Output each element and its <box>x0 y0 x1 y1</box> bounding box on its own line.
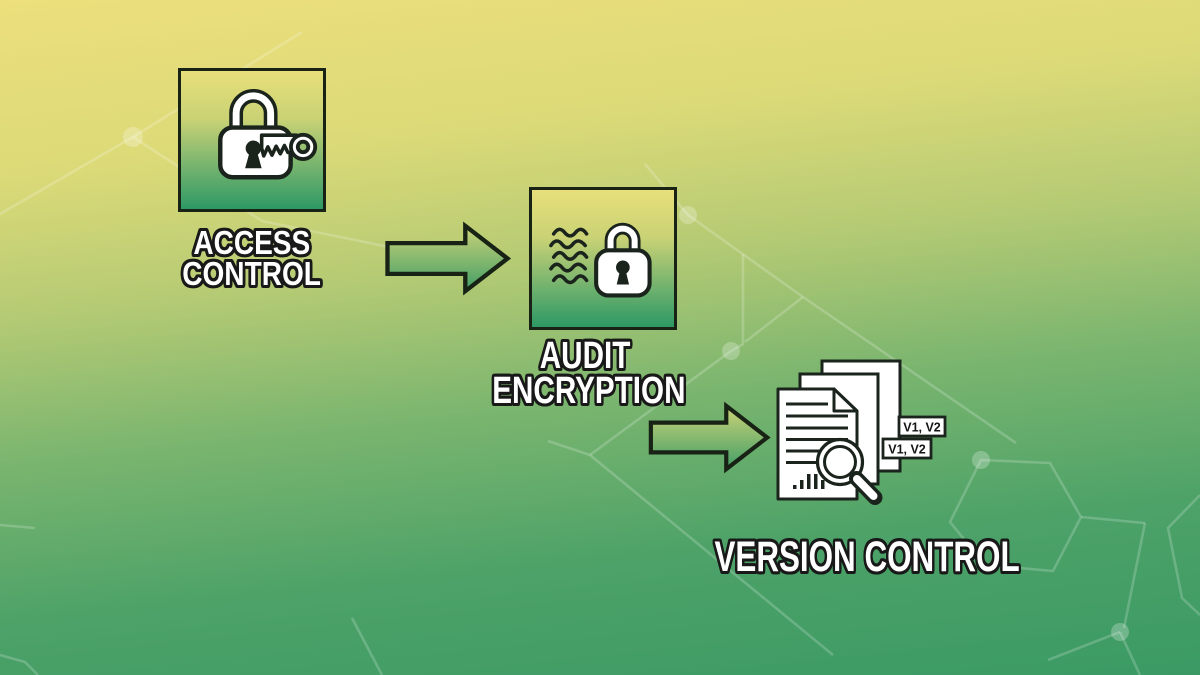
arrow-right-icon <box>648 401 771 474</box>
version-tag <box>881 437 933 460</box>
access-control-label-line1: ACCESS <box>193 224 311 261</box>
version-tag <box>897 415 947 438</box>
audit-encryption-label-line2: ENCRYPTION <box>492 369 686 412</box>
encrypted-audit-icon <box>549 222 652 298</box>
magnifier-icon <box>815 437 883 505</box>
arrow-right-icon <box>385 221 512 296</box>
access-control-icon-box <box>178 68 326 212</box>
access-control-label-line2: CONTROL <box>182 255 322 292</box>
audit-encryption-label-line1: AUDIT <box>539 335 631 377</box>
version-tag-text: V1, V2 <box>903 421 941 435</box>
lock-key-icon <box>218 88 318 180</box>
audit-encryption-icon-box <box>529 187 677 330</box>
mini-bar-chart <box>793 474 825 489</box>
access-control-label: ACCESS CONTROL <box>132 224 372 292</box>
audit-encryption-label: AUDIT ENCRYPTION <box>465 335 705 412</box>
version-tag-text: V1, V2 <box>888 443 926 457</box>
version-control-label-text: VERSION CONTROL <box>714 533 1020 581</box>
version-control-label: VERSION CONTROL <box>658 536 1058 579</box>
folded-corner <box>832 387 859 413</box>
documents-magnifier-icon: V1, V2 V1, V2 <box>776 359 947 505</box>
